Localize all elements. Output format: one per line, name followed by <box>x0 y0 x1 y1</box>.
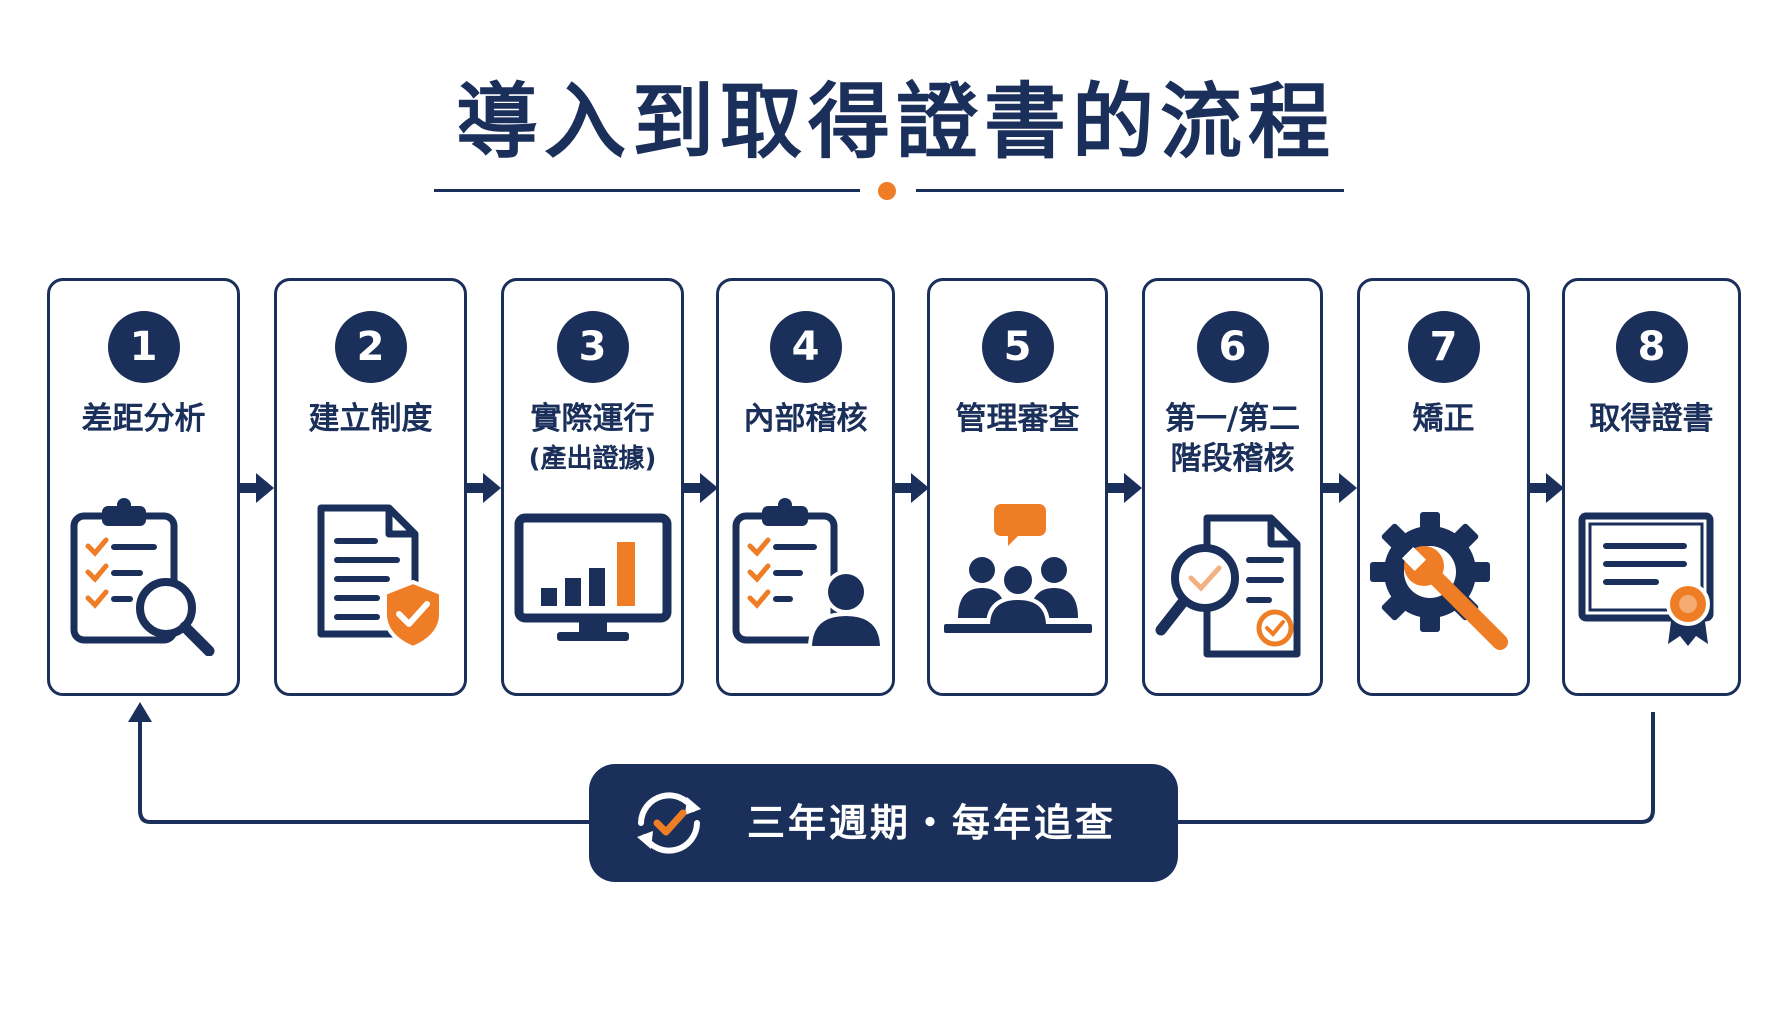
step-number-1: 1 <box>107 311 180 383</box>
step-label-4: 內部稽核 <box>719 399 892 439</box>
step-card-1: 1 差距分析 <box>47 278 240 696</box>
title-divider-left <box>434 189 860 192</box>
step-label-1-main: 差距分析 <box>81 401 206 437</box>
step-label-6-sub: 階段稽核 <box>1170 441 1295 477</box>
clipboard-magnifier-icon <box>70 498 214 656</box>
step-label-1: 差距分析 <box>50 399 237 439</box>
cycle-badge: 三年週期・每年追查 <box>589 764 1178 882</box>
refresh-check-icon <box>637 792 701 854</box>
step-arrow-3 <box>684 473 718 503</box>
step-arrow-7 <box>1530 473 1564 503</box>
step-arrow-2 <box>467 473 501 503</box>
step-label-3: 實際運行 (產出證據) <box>504 399 681 479</box>
gear-wrench-icon <box>1369 512 1508 650</box>
title-divider-dot <box>878 182 896 200</box>
document-inspection-icon <box>1155 514 1300 658</box>
step-label-7: 矯正 <box>1360 399 1527 439</box>
step-label-6: 第一/第二 階段稽核 <box>1145 399 1320 479</box>
step-number-8: 8 <box>1615 311 1688 383</box>
step-number-2: 2 <box>334 311 407 383</box>
meeting-group-icon <box>943 504 1092 633</box>
step-arrow-5 <box>1108 473 1142 503</box>
step-number-7: 7 <box>1407 311 1480 383</box>
step-label-5-main: 管理審查 <box>955 401 1080 437</box>
step-label-8: 取得證書 <box>1565 399 1738 439</box>
step-label-8-main: 取得證書 <box>1589 401 1714 437</box>
step-card-3: 3 實際運行 (產出證據) <box>501 278 684 696</box>
step-label-3-main: 實際運行 <box>530 401 655 437</box>
step-card-4: 4 內部稽核 <box>716 278 895 696</box>
clipboard-person-icon <box>732 498 884 650</box>
step-label-6-main: 第一/第二 <box>1164 401 1301 437</box>
step-arrow-6 <box>1323 473 1357 503</box>
step-card-2: 2 建立制度 <box>274 278 467 696</box>
step-card-8: 8 取得證書 <box>1562 278 1741 696</box>
title-divider-right <box>916 189 1344 192</box>
step-label-7-main: 矯正 <box>1412 401 1475 437</box>
step-arrow-1 <box>240 473 274 503</box>
step-number-4: 4 <box>769 311 842 383</box>
document-shield-icon <box>317 504 443 651</box>
step-card-7: 7 矯正 <box>1357 278 1530 696</box>
monitor-bar-chart-icon <box>514 513 671 641</box>
step-number-3: 3 <box>556 311 629 383</box>
step-label-2: 建立制度 <box>277 399 464 439</box>
certificate-icon <box>1578 512 1713 646</box>
step-label-5: 管理審查 <box>930 399 1105 439</box>
cycle-label: 三年週期・每年追查 <box>747 801 1117 845</box>
step-label-3-sub: (產出證據) <box>528 444 657 474</box>
step-label-2-main: 建立制度 <box>308 401 433 437</box>
step-number-6: 6 <box>1196 311 1269 383</box>
step-arrow-4 <box>895 473 929 503</box>
step-number-5: 5 <box>981 311 1054 383</box>
step-card-6: 6 第一/第二 階段稽核 <box>1142 278 1323 696</box>
step-card-5: 5 管理審查 <box>927 278 1108 696</box>
page-title: 導入到取得證書的流程 <box>455 75 1336 170</box>
step-label-4-main: 內部稽核 <box>743 401 868 437</box>
